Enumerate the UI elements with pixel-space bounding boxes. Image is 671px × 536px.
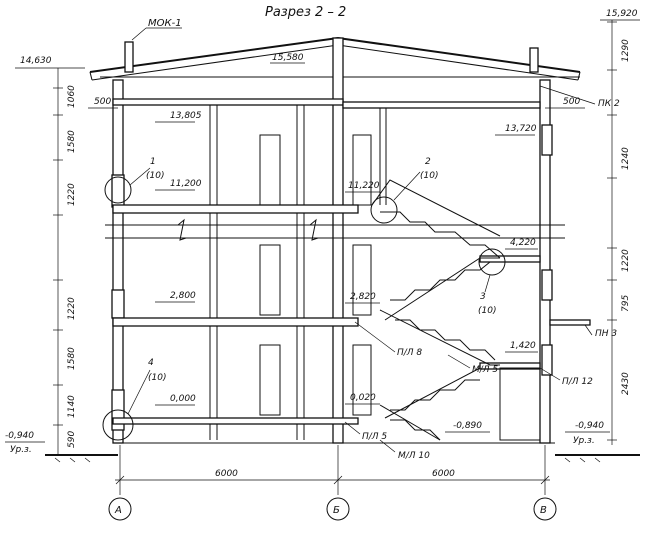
right-dim-2: 1240 xyxy=(621,147,631,170)
ground-level-left: Ур.з. xyxy=(10,445,32,455)
slabs xyxy=(112,98,591,425)
elevation-floor3-mid: 11,220 xyxy=(348,181,380,191)
stairs xyxy=(371,179,541,441)
right-dim-1: 1290 xyxy=(621,39,631,62)
axis-b: Б xyxy=(326,497,350,521)
label-pl8: П/Л 8 xyxy=(397,348,422,358)
axis-a: А xyxy=(108,497,132,521)
axis-v-label: В xyxy=(540,505,547,516)
callout-1: 1 (10) xyxy=(104,157,164,204)
callout-2: 2 (10) xyxy=(370,157,438,224)
elevation-landing-low: 1,420 xyxy=(510,341,536,351)
left-dim-1: 1060 xyxy=(67,85,77,108)
label-ml10: М/Л 10 xyxy=(398,451,430,461)
left-dim-7: 590 xyxy=(67,431,77,448)
left-dim-4: 1220 xyxy=(67,297,77,320)
callout-1-sub: (10) xyxy=(146,171,164,181)
elevation-ridge: 15,580 xyxy=(272,53,304,63)
axis-v: В xyxy=(533,497,557,521)
callout-1-num: 1 xyxy=(150,157,156,167)
left-dimension-chain xyxy=(53,68,63,455)
overhang-right: 500 xyxy=(563,97,580,107)
elevation-floor1-left: 0,000 xyxy=(170,394,196,404)
elevation-floor2-mid: 2,820 xyxy=(350,292,376,302)
left-dim-3: 1220 xyxy=(67,183,77,206)
overhang-left: 500 xyxy=(94,97,111,107)
bottom-dim-1: 6000 xyxy=(215,469,238,479)
left-dim-5: 1580 xyxy=(67,347,77,370)
left-dim-2: 1580 xyxy=(67,130,77,153)
roof-mark-label: МОК-1 xyxy=(148,18,182,29)
elevation-floor1-mid: 0,020 xyxy=(350,393,376,403)
drawing-title: Разрез 2 – 2 xyxy=(265,5,346,20)
callout-4-num: 4 xyxy=(148,358,154,368)
elevation-eave-left: 14,630 xyxy=(20,56,52,66)
elevation-floor2-left: 2,800 xyxy=(170,291,196,301)
callout-3-sub: (10) xyxy=(478,306,496,316)
axis-b-label: Б xyxy=(333,505,340,516)
bottom-dimension-chain xyxy=(115,445,550,495)
elevation-floor3-left: 11,200 xyxy=(170,179,202,189)
callout-3: 3 (10) xyxy=(478,248,506,316)
right-dim-5: 2430 xyxy=(621,372,631,395)
callout-4: 4 (10) xyxy=(102,358,166,441)
ground-level-right: Ур.з. xyxy=(573,436,595,446)
ground xyxy=(45,442,640,463)
callout-4-sub: (10) xyxy=(148,373,166,383)
left-dim-6: 1140 xyxy=(67,395,77,418)
label-pl5: П/Л 5 xyxy=(362,432,387,442)
callout-2-sub: (10) xyxy=(420,171,438,181)
elevation-ground-right: -0,940 xyxy=(575,421,604,431)
right-wall xyxy=(539,79,553,444)
axis-a-label: А xyxy=(114,505,122,516)
elevation-landing-mid: 4,220 xyxy=(510,238,536,248)
right-dim-values: 1290 1240 1220 795 2430 xyxy=(621,39,631,395)
elevation-ceil-right: 13,720 xyxy=(505,124,537,134)
label-pl12: П/Л 12 xyxy=(562,377,593,387)
callout-2-num: 2 xyxy=(425,157,431,167)
break-line xyxy=(105,218,565,241)
elevation-ceil-left: 13,805 xyxy=(170,111,202,121)
right-dim-3: 1220 xyxy=(621,249,631,272)
right-dim-4: 795 xyxy=(621,295,631,312)
label-pn3: ПН 3 xyxy=(595,329,617,339)
right-dimension-chain xyxy=(607,20,617,445)
label-pk2: ПК 2 xyxy=(598,99,620,109)
callout-3-num: 3 xyxy=(480,292,486,302)
elevation-ground-left: -0,940 xyxy=(5,431,34,441)
label-ml5: М/Л 5 xyxy=(472,365,498,375)
left-wall xyxy=(111,79,125,444)
elevation-top-right: 15,920 xyxy=(606,9,638,19)
bottom-dim-2: 6000 xyxy=(432,469,455,479)
left-dim-values: 1060 1580 1220 1220 1580 1140 590 xyxy=(67,85,77,448)
elevation-pit: -0,890 xyxy=(453,421,482,431)
